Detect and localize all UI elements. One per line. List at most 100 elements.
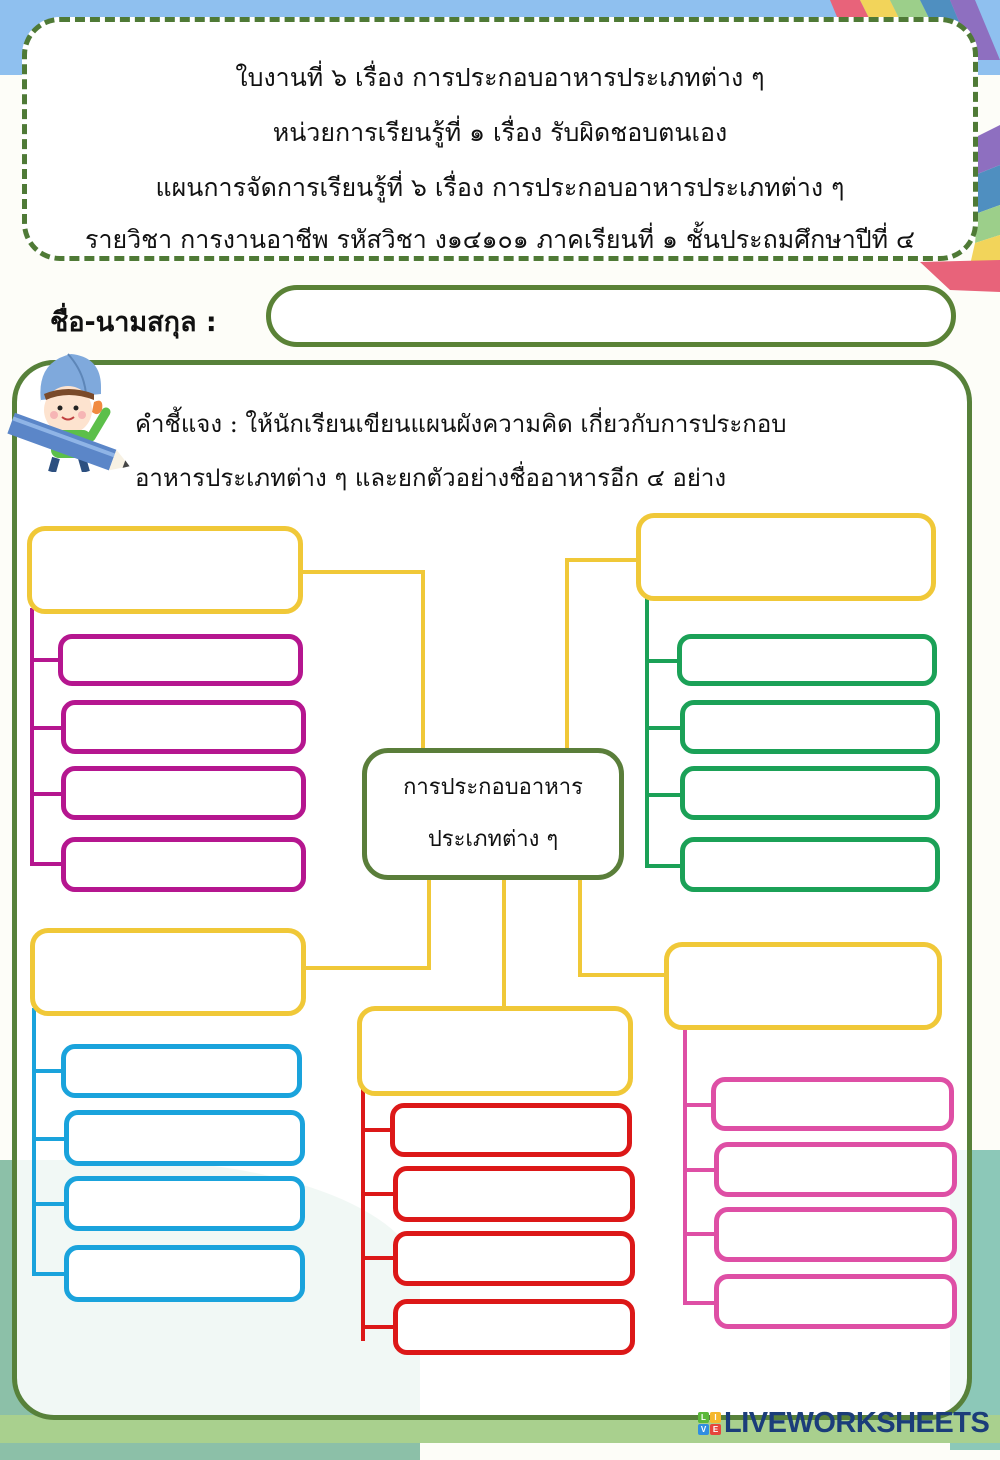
- food-item-box[interactable]: [61, 766, 306, 820]
- branch-line: [32, 1137, 66, 1141]
- food-item-box[interactable]: [714, 1207, 957, 1262]
- food-item-input[interactable]: [398, 1304, 630, 1350]
- branch-line: [30, 792, 62, 796]
- connector-line: [565, 558, 639, 562]
- category-input-bottom-right[interactable]: [669, 947, 937, 1025]
- branch-line: [683, 1301, 717, 1305]
- food-item-box[interactable]: [390, 1103, 632, 1157]
- food-item-input[interactable]: [719, 1279, 952, 1324]
- mascot-boy-with-pencil-icon: [7, 353, 130, 472]
- food-item-input[interactable]: [69, 1115, 300, 1161]
- food-item-input[interactable]: [685, 842, 935, 887]
- branch-line: [32, 1202, 66, 1206]
- food-item-input[interactable]: [716, 1082, 949, 1126]
- category-box-top-left[interactable]: [27, 526, 303, 614]
- logo-text: LIVEWORKSHEETS: [724, 1407, 990, 1439]
- category-box-top-right[interactable]: [636, 513, 936, 601]
- branch-line: [683, 1103, 715, 1107]
- food-item-box[interactable]: [393, 1299, 635, 1355]
- instruction-line-1: คำชี้แจง : ให้นักเรียนเขียนแผนผังความคิด…: [135, 410, 787, 438]
- branch-line: [30, 862, 62, 866]
- food-item-box[interactable]: [61, 1044, 302, 1098]
- branch-trunk-line: [361, 1085, 365, 1341]
- branch-line: [30, 726, 62, 730]
- category-box-bottom-center[interactable]: [357, 1006, 633, 1096]
- food-item-input[interactable]: [66, 842, 301, 887]
- connector-line: [427, 880, 431, 968]
- category-box-bottom-left[interactable]: [30, 928, 306, 1016]
- branch-trunk-line: [32, 1008, 36, 1276]
- food-item-input[interactable]: [66, 771, 301, 815]
- food-item-input[interactable]: [719, 1212, 952, 1257]
- category-input-top-right[interactable]: [641, 518, 931, 596]
- food-item-box[interactable]: [714, 1142, 957, 1197]
- branch-line: [30, 658, 60, 662]
- branch-line: [683, 1232, 717, 1236]
- liveworksheets-logo: L I V E LIVEWORKSHEETS: [698, 1407, 990, 1440]
- branch-trunk-line: [645, 598, 649, 866]
- branch-line: [645, 659, 679, 663]
- branch-line: [645, 793, 681, 797]
- branch-trunk-line: [683, 1023, 687, 1303]
- name-input[interactable]: [266, 285, 956, 347]
- food-item-box[interactable]: [393, 1231, 635, 1286]
- connector-line: [502, 880, 506, 1010]
- branch-line: [645, 726, 681, 730]
- branch-line: [361, 1325, 395, 1329]
- name-label: ชื่อ-นามสกุล :: [50, 307, 217, 338]
- food-item-box[interactable]: [714, 1274, 957, 1329]
- worksheet-title: ใบงานที่ ๖ เรื่อง การประกอบอาหารประเภทต่…: [235, 63, 765, 92]
- food-item-input[interactable]: [66, 705, 301, 749]
- connector-line: [578, 880, 582, 976]
- connector-line: [300, 570, 424, 574]
- food-item-input[interactable]: [69, 1181, 300, 1226]
- food-item-input[interactable]: [395, 1108, 627, 1152]
- connector-line: [565, 558, 569, 750]
- connector-line: [578, 973, 668, 977]
- food-item-box[interactable]: [64, 1110, 305, 1166]
- branch-line: [32, 1272, 66, 1276]
- food-item-box[interactable]: [64, 1176, 305, 1231]
- food-item-box[interactable]: [711, 1077, 954, 1131]
- branch-line: [645, 864, 681, 868]
- food-item-box[interactable]: [680, 700, 940, 754]
- branch-line: [32, 1069, 64, 1073]
- center-topic-line-2: ประเภทต่าง ๆ: [427, 827, 559, 852]
- connector-line: [421, 570, 425, 750]
- center-topic-line-1: การประกอบอาหาร: [403, 775, 583, 800]
- branch-line: [361, 1128, 393, 1132]
- food-item-box[interactable]: [61, 700, 306, 754]
- food-item-input[interactable]: [682, 639, 932, 681]
- branch-trunk-line: [30, 608, 34, 864]
- lesson-plan: แผนการจัดการเรียนรู้ที่ ๖ เรื่อง การประก…: [155, 173, 845, 202]
- food-item-input[interactable]: [685, 771, 935, 815]
- food-item-box[interactable]: [680, 837, 940, 892]
- branch-line: [361, 1256, 395, 1260]
- branch-line: [361, 1192, 395, 1196]
- food-item-box[interactable]: [393, 1166, 635, 1222]
- category-input-bottom-center[interactable]: [362, 1011, 628, 1091]
- category-input-bottom-left[interactable]: [35, 933, 301, 1011]
- course-info: รายวิชา การงานอาชีพ รหัสวิชา ง๑๔๑๐๑ ภาคเ…: [85, 225, 915, 254]
- food-item-input[interactable]: [63, 639, 298, 681]
- learning-unit: หน่วยการเรียนรู้ที่ ๑ เรื่อง รับผิดชอบตน…: [272, 118, 728, 147]
- worksheet-header: ใบงานที่ ๖ เรื่อง การประกอบอาหารประเภทต่…: [22, 17, 978, 261]
- instruction-line-2: อาหารประเภทต่าง ๆ และยกตัวอย่างชื่ออาหาร…: [135, 464, 727, 492]
- food-item-input[interactable]: [685, 705, 935, 749]
- category-input-top-left[interactable]: [32, 531, 298, 609]
- food-item-input[interactable]: [66, 1049, 297, 1093]
- category-box-bottom-right[interactable]: [664, 942, 942, 1030]
- food-item-box[interactable]: [677, 634, 937, 686]
- branch-line: [683, 1168, 717, 1172]
- food-item-box[interactable]: [680, 766, 940, 820]
- food-item-box[interactable]: [61, 837, 306, 892]
- food-item-input[interactable]: [719, 1147, 952, 1192]
- food-item-box[interactable]: [58, 634, 303, 686]
- connector-line: [305, 966, 431, 970]
- food-item-input[interactable]: [398, 1171, 630, 1217]
- food-item-input[interactable]: [69, 1250, 300, 1297]
- logo-tiles-icon: L I V E: [698, 1412, 721, 1435]
- mind-map-center: การประกอบอาหาร ประเภทต่าง ๆ: [362, 748, 624, 880]
- food-item-box[interactable]: [64, 1245, 305, 1302]
- food-item-input[interactable]: [398, 1236, 630, 1281]
